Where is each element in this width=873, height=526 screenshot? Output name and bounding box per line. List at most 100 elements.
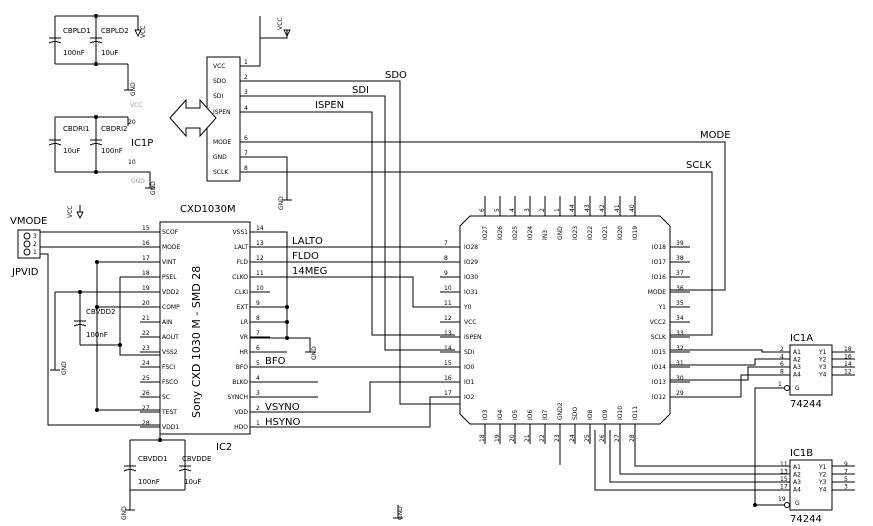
ic2-pin-name-17: VINT — [162, 259, 176, 266]
ic2-pin-num-22: 22 — [142, 330, 150, 337]
net-mode: MODE — [700, 130, 731, 141]
ic2-pin-num-23: 23 — [142, 345, 150, 352]
ic2-pin-name-28: VDD1 — [162, 424, 179, 431]
ic2-title: CXD1030M — [180, 204, 236, 215]
cpld-pin-name-10: IO31 — [464, 289, 478, 296]
cpld-pin-name-15: IO0 — [464, 364, 474, 371]
ic1b-pin-num-5: 5 — [844, 476, 848, 483]
ic2-pin-name-21: AIN — [162, 319, 172, 326]
cpld-pin-name-24: SDO — [572, 407, 579, 420]
ic1b-gate-bubble — [784, 502, 790, 508]
jpvid-ref: JPVID — [11, 267, 39, 278]
ic1b-ref: IC1B — [790, 448, 813, 459]
ic1a-pin-num-18: 18 — [844, 346, 852, 353]
cbvdd2-value: 100nF — [86, 331, 108, 339]
cpld-pin-num-34: 34 — [676, 315, 684, 322]
cpld-pin-num-44: 44 — [569, 204, 576, 212]
ic2-pin-num-7: 7 — [256, 330, 260, 337]
ic1b-pin-num-17: 17 — [780, 484, 788, 491]
cpld-pin-name-20: IO5 — [512, 410, 519, 420]
cpld-pin-num-21: 21 — [524, 434, 531, 442]
ic2-pin-name-15: SCOF — [162, 229, 179, 236]
cbvdd2-ref: CBVDD2 — [86, 308, 116, 316]
ic1p-pin-10: 10 — [128, 159, 136, 166]
gnd-label-3: GND — [150, 181, 157, 195]
cpld-pin-name-23: GND2 — [557, 402, 564, 420]
cpld-pin-name-35: Y1 — [658, 304, 667, 311]
cpld-pin-num-26: 26 — [599, 434, 606, 442]
ic1a-gate-bubble — [784, 385, 790, 391]
ic1b-pin-name-A4: A4 — [793, 487, 801, 494]
ic1b-pin-name-A1: A1 — [793, 464, 801, 471]
cpld-pin-num-36: 36 — [676, 285, 684, 292]
jpvid-pin-2[interactable] — [23, 240, 31, 248]
ic1b-pin-num-13: 13 — [780, 469, 788, 476]
cpld-pin-name-39: IO18 — [652, 244, 666, 251]
ic1b-pin-name-Y4: Y4 — [818, 487, 827, 494]
cpld-pin-name-29: IO12 — [652, 394, 666, 401]
ic2-pin-name-22: AOUT — [162, 334, 179, 341]
ic2-pin-num-19: 19 — [142, 285, 150, 292]
junctions — [78, 14, 757, 507]
cpld-pin-num-33: 33 — [676, 330, 684, 337]
cpld-pin-name-37: IO16 — [652, 274, 666, 281]
cpld-pin-num-41: 41 — [614, 204, 621, 212]
cpld-pin-num-13: 13 — [444, 330, 452, 337]
cbvdde-value: 10uF — [184, 478, 201, 486]
cpld-pin-num-39: 39 — [676, 240, 684, 247]
ic2-pin-name-24: FSCI — [162, 364, 175, 371]
cpld-pin-name-6: IO27 — [482, 226, 489, 240]
ic2-pin-name-10: CLKI — [235, 289, 248, 296]
ic2-pin-num-12: 12 — [256, 255, 264, 262]
ic2-pin-num-5: 5 — [256, 360, 260, 367]
cpld-pin-num-6: 6 — [479, 208, 486, 212]
vcc-label-2: VCC — [277, 18, 284, 30]
ic1b-pin-name-A3: A3 — [793, 479, 801, 486]
cbpld1-ref: CBPLD1 — [63, 27, 91, 35]
ic2-pin-num-17: 17 — [142, 255, 150, 262]
cpld-pin-num-32: 32 — [676, 345, 684, 352]
ic2-pin-num-10: 10 — [256, 285, 264, 292]
jpvid-pin-3[interactable] — [23, 232, 31, 240]
cbpld2-ref: CBPLD2 — [101, 27, 129, 35]
header-pin-name-1: VCC — [213, 63, 225, 70]
cpld-pin-name-27: IO10 — [617, 406, 624, 420]
vcc-label-3: VCC — [67, 206, 74, 218]
cpld-pin-name-26: IO9 — [602, 410, 609, 420]
cpld-pin-num-25: 25 — [584, 434, 591, 442]
ic2-pin-num-18: 18 — [142, 270, 150, 277]
jpvid-pin-1[interactable] — [23, 248, 31, 256]
cpld-pin-name-1: GND — [557, 226, 564, 240]
cpld-pin-num-24: 24 — [569, 434, 576, 442]
ic1b-body — [789, 459, 833, 511]
gnd-label-6: GND — [61, 361, 68, 375]
cpld-pin-name-3: IO24 — [527, 226, 534, 240]
ic2-pin-name-23: VSS2 — [162, 349, 178, 356]
cpld-pin-name-32: IO15 — [652, 349, 666, 356]
ic2-pin-num-8: 8 — [256, 315, 260, 322]
ic1a-pin-num-8: 8 — [780, 369, 784, 376]
gnd-label-8: GND — [397, 506, 404, 520]
gnd-label-5: GND — [311, 346, 318, 360]
cbdri2-value: 100nF — [101, 147, 123, 155]
ic2-pin-name-18: PSEL — [162, 274, 177, 281]
ic2-ref: IC2 — [216, 442, 232, 453]
ic2-body-label: Sony CXD 1030 M - SMD 28 — [190, 266, 203, 418]
net-hsyno: HSYNO — [265, 417, 300, 428]
cpld-pin-name-38: IO17 — [652, 259, 666, 266]
ic1b-pin-num-9: 9 — [844, 461, 848, 468]
header-pin-name-4: ISPEN — [213, 109, 230, 116]
cbpld1-value: 100nF — [63, 49, 85, 57]
ic1a-pin-name-A2: A2 — [793, 357, 801, 364]
cpld-pin-num-19: 19 — [494, 434, 501, 442]
ic1a-pin-num-4: 4 — [780, 354, 784, 361]
ic2-pin-name-4: BLKO — [232, 379, 248, 386]
cpld-pin-num-12: 12 — [444, 315, 452, 322]
cpld-pin-num-2: 2 — [539, 208, 546, 212]
cpld-pin-name-14: SDI — [464, 349, 474, 356]
ic2-pin-name-3: SYNCH — [227, 394, 248, 401]
cpld-pin-num-9: 9 — [444, 270, 448, 277]
ic1a-pin-name-Y3: Y3 — [818, 364, 827, 371]
ic2-pin-num-28: 28 — [142, 420, 150, 427]
